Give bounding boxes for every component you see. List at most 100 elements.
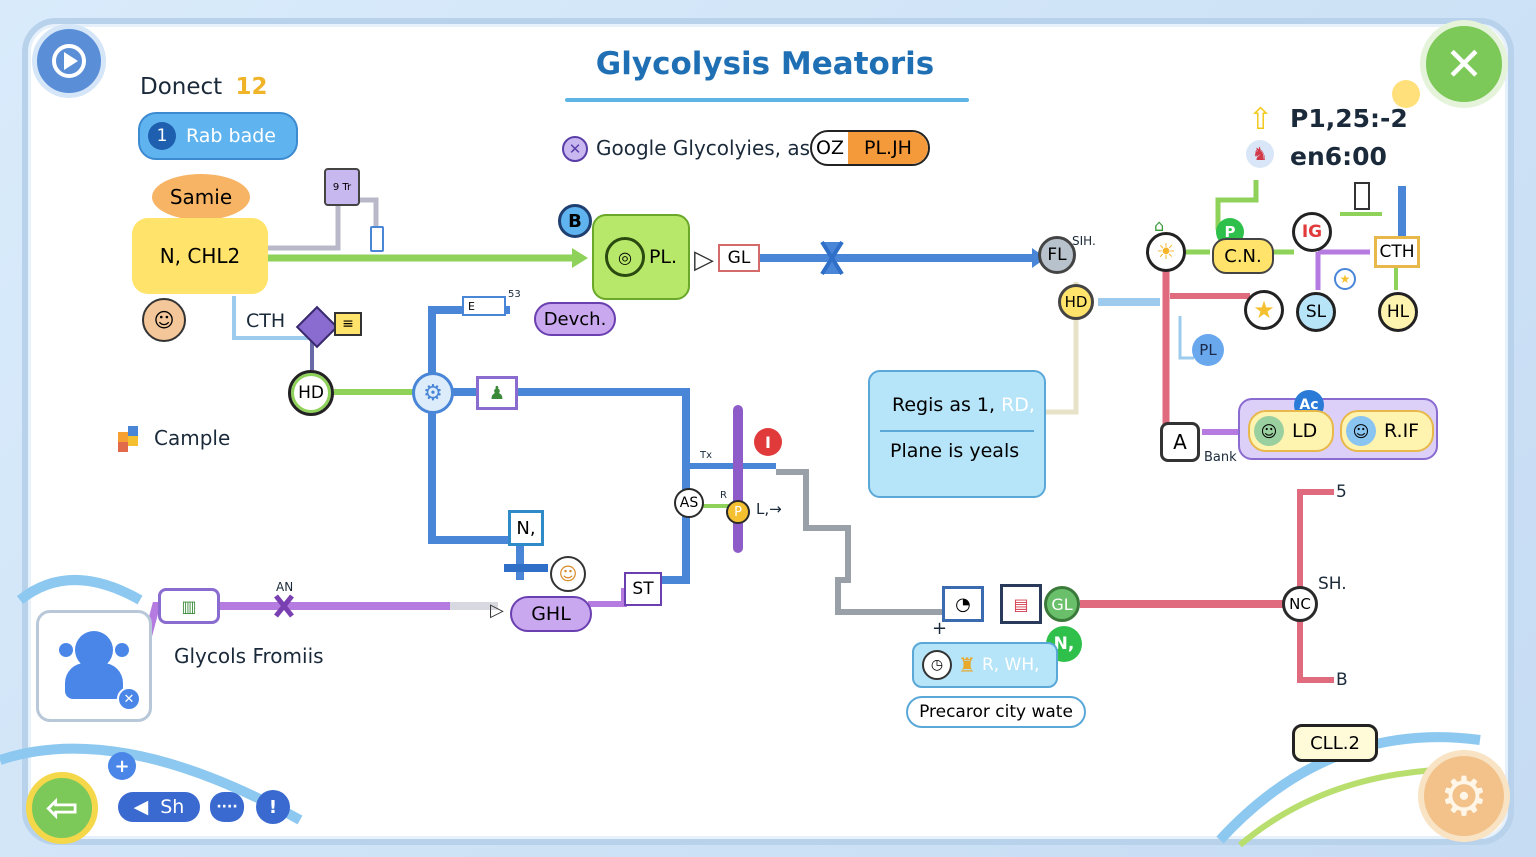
arrow-right-icon: ▷ bbox=[694, 245, 714, 275]
as-node[interactable]: AS bbox=[674, 488, 704, 518]
ld-chip[interactable]: ☺ LD bbox=[1248, 410, 1334, 452]
rif-chip[interactable]: ☺ R.IF bbox=[1340, 410, 1434, 452]
toggle-right: PL.JH bbox=[848, 132, 928, 164]
n-box-node[interactable]: N, bbox=[508, 510, 544, 546]
title-underline bbox=[565, 98, 969, 102]
small-tube bbox=[370, 226, 384, 252]
info-divider bbox=[880, 430, 1034, 432]
ig-node[interactable]: IG bbox=[1292, 212, 1332, 252]
glycols-card[interactable]: ▥ bbox=[158, 588, 220, 624]
sun-dot-icon bbox=[1392, 80, 1420, 108]
cample-icon bbox=[118, 426, 144, 452]
avatar: ☺ bbox=[142, 298, 186, 342]
pl-green-node[interactable]: ◎ PL. bbox=[592, 214, 690, 300]
play-icon[interactable] bbox=[32, 24, 106, 98]
alert-button[interactable]: ! bbox=[256, 790, 290, 824]
alert-i-icon[interactable]: I bbox=[754, 428, 782, 456]
gl-tag[interactable]: GL bbox=[718, 244, 760, 272]
e-label: E bbox=[468, 299, 475, 313]
info-line1-text: Regis as 1, bbox=[892, 394, 996, 416]
st-label: ST bbox=[632, 579, 654, 599]
cll-speech-bubble[interactable]: CLL.2 bbox=[1292, 724, 1378, 762]
label-53: 53 bbox=[508, 289, 521, 300]
up-arrow-icon: ⇧ bbox=[1248, 102, 1274, 137]
info-line1: Regis as 1, RD, bbox=[892, 394, 1035, 416]
more-dots-button[interactable]: ···· bbox=[210, 792, 244, 822]
arrow-right-small-icon: ▷ bbox=[490, 600, 504, 621]
cth-left-label: CTH bbox=[246, 310, 286, 332]
rab-bade-button[interactable]: 1 Rab bade bbox=[138, 112, 298, 160]
bank-label: Bank bbox=[1204, 450, 1237, 465]
add-icon[interactable]: + bbox=[108, 752, 136, 780]
hl-node[interactable]: HL bbox=[1378, 292, 1418, 332]
info-line2: Plane is yeals bbox=[890, 440, 1020, 462]
person-card-icon[interactable]: ♟ bbox=[476, 376, 518, 410]
house-icon: ⌂ bbox=[1154, 216, 1165, 235]
score-value: P1,25:-2 bbox=[1290, 104, 1408, 133]
nc-node[interactable]: NC bbox=[1282, 586, 1318, 622]
character-icon bbox=[59, 627, 129, 703]
pl-blue-node[interactable]: PL bbox=[1192, 334, 1224, 366]
rab-bade-number: 1 bbox=[148, 122, 176, 150]
monitor-icon[interactable]: ▤ bbox=[1000, 584, 1042, 624]
x-icon[interactable]: ✕ bbox=[562, 136, 588, 162]
plus-small: + bbox=[932, 618, 948, 639]
star-node-icon[interactable]: ★ bbox=[1244, 290, 1284, 330]
glycols-label: Glycols Fromiis bbox=[174, 644, 324, 668]
main-yellow-node[interactable]: N, CHL2 bbox=[132, 218, 268, 294]
donect-label: Donect 12 bbox=[140, 74, 268, 100]
worker-icon[interactable]: ☺ bbox=[550, 556, 586, 592]
rwh-label: R, WH, bbox=[981, 655, 1040, 675]
pl-label: PL. bbox=[648, 246, 678, 268]
p-yellow-node[interactable]: P bbox=[726, 500, 750, 524]
vial-node[interactable]: 9 Tr bbox=[324, 168, 360, 206]
rwh-bar[interactable]: ◷ ♜ R, WH, bbox=[912, 642, 1058, 688]
pl-icon: ◎ bbox=[604, 237, 645, 277]
b-badge[interactable]: B bbox=[558, 204, 592, 238]
hd-left-node[interactable]: HD bbox=[288, 370, 334, 416]
sh-right-label: SH. bbox=[1318, 574, 1347, 594]
e-small-box[interactable]: E bbox=[462, 296, 506, 316]
back-arrow-button[interactable]: ⇦ bbox=[26, 772, 98, 844]
a-node[interactable]: A bbox=[1160, 422, 1200, 462]
precaror-label: Precaror city wate bbox=[906, 696, 1086, 728]
cth-right-label: CTH bbox=[1379, 242, 1415, 262]
cample-label: Cample bbox=[154, 426, 231, 450]
cth-right-node[interactable]: CTH bbox=[1374, 236, 1420, 268]
precaror-text: Precaror city wate bbox=[919, 702, 1073, 722]
donect-text: Donect bbox=[140, 74, 223, 100]
tx-label: Tx bbox=[700, 450, 713, 461]
note-icon[interactable]: ≡ bbox=[334, 312, 362, 336]
fl-node[interactable]: FL bbox=[1038, 236, 1076, 274]
gl-tag-label: GL bbox=[727, 248, 751, 268]
hd-right-node[interactable]: HD bbox=[1058, 284, 1094, 320]
an-label: AN bbox=[276, 580, 294, 594]
close-icon[interactable]: ✕ bbox=[1420, 20, 1508, 108]
gear-hub-icon[interactable]: ⚙ bbox=[412, 372, 454, 414]
sih-label: SIH. bbox=[1072, 234, 1096, 248]
settings-gear-icon[interactable]: ⚙ bbox=[1418, 750, 1510, 842]
vial-label: 9 Tr bbox=[332, 181, 352, 193]
timer-value: en6:00 bbox=[1290, 142, 1387, 171]
clock-icon: ◷ bbox=[922, 650, 952, 680]
samie-speech-bubble: Samie bbox=[152, 174, 250, 220]
star-small-icon[interactable]: ★ bbox=[1334, 268, 1356, 290]
gl-green-node[interactable]: GL bbox=[1044, 586, 1080, 622]
sh-button[interactable]: ◀ Sh bbox=[118, 792, 200, 822]
st-node[interactable]: ST bbox=[624, 572, 662, 606]
cn-node[interactable]: C.N. bbox=[1212, 238, 1274, 274]
ghl-node[interactable]: GHL bbox=[510, 596, 592, 632]
toggle-left: OZ bbox=[816, 137, 844, 159]
gauge-icon[interactable]: ◔ bbox=[942, 586, 984, 622]
sun-node-icon[interactable]: ☀ bbox=[1146, 232, 1186, 272]
oz-toggle[interactable]: OZ PL.JH bbox=[810, 130, 930, 166]
portrait-close-icon[interactable]: ✕ bbox=[117, 687, 141, 711]
character-portrait[interactable]: ✕ bbox=[36, 610, 152, 722]
ghl-label: GHL bbox=[531, 603, 571, 625]
donect-value: 12 bbox=[235, 74, 268, 100]
l-arrow-label: L,→ bbox=[756, 500, 782, 518]
devch-label: Devch. bbox=[543, 308, 607, 330]
cll-label: CLL.2 bbox=[1310, 732, 1360, 754]
devch-node[interactable]: Devch. bbox=[534, 302, 616, 336]
sl-node[interactable]: SL bbox=[1296, 292, 1336, 332]
